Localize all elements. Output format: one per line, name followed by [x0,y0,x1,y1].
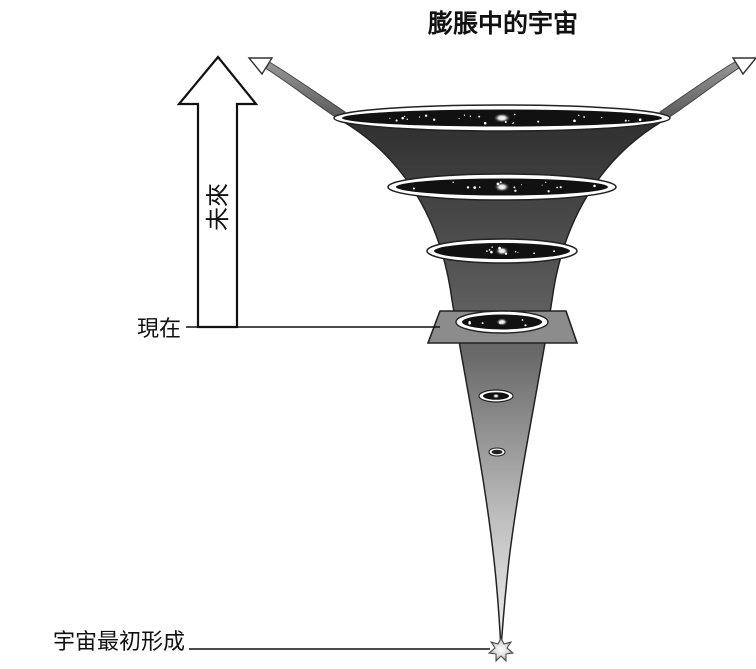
star [559,186,562,189]
star [483,121,487,125]
diagram-title: 膨脹中的宇宙 [428,9,578,38]
star [521,319,524,321]
disk-present [455,310,549,334]
disk-3 [426,238,578,264]
star [514,251,517,253]
star [458,118,460,120]
star [418,116,421,118]
disk-2 [387,173,617,201]
star [578,114,580,117]
star [512,122,514,124]
star [504,121,507,123]
star [504,252,508,255]
star [469,115,471,117]
star [389,117,391,119]
star [499,321,502,324]
star [498,246,501,250]
star [404,115,406,118]
star [573,119,576,123]
star [514,189,517,192]
star [478,186,481,188]
star [593,184,596,188]
star [488,249,491,251]
star [624,119,627,122]
star [433,118,436,121]
star [490,250,493,254]
star [533,252,535,255]
star [600,116,603,119]
star [583,116,585,118]
star [478,115,481,118]
star [468,322,472,325]
disk-past-1 [478,389,514,403]
star [513,186,516,189]
star [496,182,500,186]
star [401,116,404,120]
future-label: 未來 [204,183,232,231]
star [473,186,477,189]
star [395,119,398,122]
star [491,246,493,248]
disk-past-2 [488,447,506,457]
disk-1 [333,104,671,132]
star [466,186,470,189]
star [627,120,630,122]
star [406,118,409,120]
star [481,322,484,325]
origin-label: 宇宙最初形成 [53,630,185,655]
right-arrowhead [731,57,756,76]
universe-funnel [247,57,756,663]
star [537,120,540,123]
star [517,252,519,253]
star [513,113,516,116]
star [545,181,547,183]
star [541,184,543,186]
star [452,181,454,184]
star-field [389,113,642,327]
star [524,324,527,327]
star [547,190,550,193]
star [638,118,642,122]
left-arrowhead [247,57,274,76]
origin-burst-icon [487,636,515,663]
star [553,250,556,253]
funnel-right-arm [659,59,743,119]
star [412,187,415,190]
star [486,250,488,252]
star [463,114,466,116]
star [499,181,502,184]
star [424,114,428,117]
funnel-left-arm [261,59,346,119]
future-arrow: 未來 [176,55,259,329]
present-label: 現在 [137,317,181,342]
star [556,186,558,189]
star [520,184,523,186]
